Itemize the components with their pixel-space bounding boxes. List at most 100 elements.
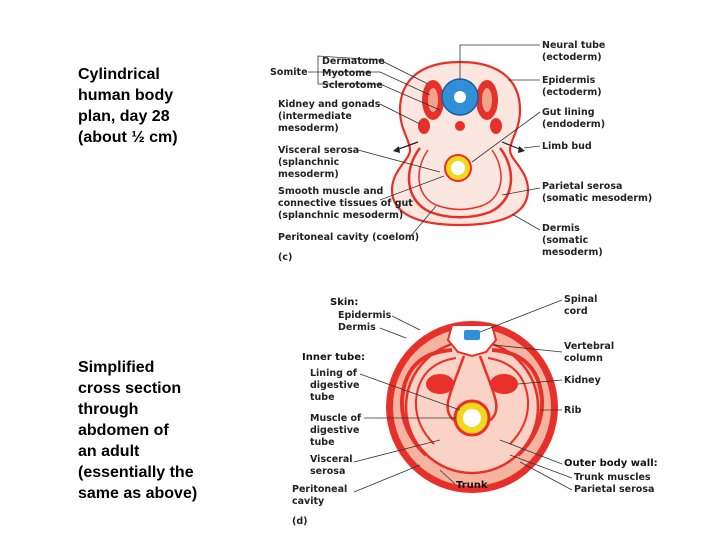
label-spinal-cord: cord <box>564 306 588 317</box>
label-rib: Rib <box>564 405 582 416</box>
caption-line: same as above) <box>78 485 198 502</box>
leader-line <box>379 175 445 201</box>
label-parietal-serosa: Parietal serosa <box>542 181 622 192</box>
label-peritoneal-cavity-adult: Peritoneal <box>292 484 347 495</box>
leader-line <box>459 44 540 80</box>
label-kidney-gonads: Kidney and gonads <box>278 99 381 110</box>
caption-adult: Simplified cross section through abdomen… <box>78 357 197 504</box>
notochord <box>455 121 465 131</box>
rib-left-inner <box>414 357 457 445</box>
label-kidney-gonads: (intermediate <box>278 111 352 122</box>
label-visceral-serosa: (splanchnic <box>278 157 339 168</box>
label-neural-tube: Neural tube <box>542 40 605 51</box>
label-sclerotome: Sclerotome <box>322 80 383 91</box>
adult-cross-section <box>386 321 558 493</box>
label-parietal-serosa-adult: Parietal serosa <box>574 484 654 495</box>
label-smooth-muscle: (splanchnic mesoderm) <box>278 210 403 221</box>
embryo-coelom-wall <box>418 149 502 211</box>
label-lining-digestive: digestive <box>310 380 359 391</box>
label-muscle-digestive: digestive <box>310 425 359 436</box>
label-dermis: (somatic <box>542 235 588 246</box>
label-inner-tube: Inner tube: <box>302 352 365 363</box>
label-vertebral-column: column <box>564 353 603 364</box>
rib-right <box>491 348 545 457</box>
caption-line: (essentially the <box>78 464 194 481</box>
leader-line <box>471 111 541 163</box>
label-kidney-gonads: mesoderm) <box>278 123 339 134</box>
label-epidermis: (ectoderm) <box>542 87 602 98</box>
leader-line <box>519 461 573 491</box>
label-somite: Somite <box>270 67 308 78</box>
label-muscle-digestive: tube <box>310 437 335 448</box>
kidney-right <box>490 374 518 394</box>
leader-line <box>511 213 541 231</box>
leader-line <box>409 205 437 238</box>
spinal-cord <box>464 330 480 340</box>
caption-line: plan, day 28 <box>78 108 170 125</box>
label-visceral-serosa-adult: Visceral <box>310 454 353 465</box>
leader-line <box>479 299 563 333</box>
label-peritoneal-cavity: Peritoneal cavity (coelom) <box>278 232 419 243</box>
leader-line <box>391 315 421 331</box>
leader-line <box>357 149 441 173</box>
label-skin: Skin: <box>330 297 358 308</box>
label-trunk-muscles: Trunk muscles <box>574 472 651 483</box>
label-muscle-digestive: Muscle of <box>310 413 362 424</box>
label-lining-digestive: tube <box>310 392 335 403</box>
adult-gut-lumen <box>463 409 481 427</box>
caption-line: cross section <box>78 380 182 397</box>
kidney-bud-left <box>418 118 430 134</box>
label-smooth-muscle: connective tissues of gut <box>278 198 413 209</box>
label-smooth-muscle: Smooth muscle and <box>278 186 383 197</box>
caption-line: human body <box>78 87 174 104</box>
somite-right-inner <box>482 88 492 112</box>
label-limb-bud: Limb bud <box>542 141 592 152</box>
label-epidermis: Epidermis <box>542 75 596 86</box>
leader-line <box>499 439 563 465</box>
kidney-bud-right <box>490 118 502 134</box>
caption-embryo: Cylindrical human body plan, day 28 (abo… <box>78 64 178 148</box>
leader-line <box>509 454 573 479</box>
caption-line: abdomen of <box>78 422 169 439</box>
label-kidney-adult: Kidney <box>564 375 602 386</box>
label-dermis-adult: Dermis <box>338 322 376 333</box>
label-parietal-serosa: (somatic mesoderm) <box>542 193 652 204</box>
caption-line: through <box>78 401 139 418</box>
label-dermatome: Dermatome <box>322 56 385 67</box>
neural-canal <box>454 91 466 103</box>
embryo-labels-right: Neural tube (ectoderm) Epidermis (ectode… <box>542 40 652 258</box>
embryo-leader-lines <box>308 44 541 238</box>
vertebral-column <box>446 324 498 358</box>
label-visceral-serosa: mesoderm) <box>278 169 339 180</box>
leader-line <box>353 439 441 463</box>
embryo-cross-section <box>390 60 530 227</box>
label-peritoneal-cavity-adult: cavity <box>292 496 325 507</box>
label-outer-body-wall: Outer body wall: <box>564 458 658 469</box>
leader-line <box>493 344 563 353</box>
label-dermis: Dermis <box>542 223 580 234</box>
rib-right-inner <box>487 357 530 445</box>
label-dermis: mesoderm) <box>542 247 603 258</box>
embryo-body-wall <box>407 147 513 219</box>
caption-line: Cylindrical <box>78 66 160 83</box>
leader-line <box>353 464 421 493</box>
caption-line: Simplified <box>78 359 155 376</box>
label-visceral-serosa-adult: serosa <box>310 466 345 477</box>
limb-bud-arrowhead-right <box>518 146 525 153</box>
leader-line <box>359 373 461 411</box>
label-trunk: Trunk <box>456 480 488 491</box>
label-gut-lining: Gut lining <box>542 107 595 118</box>
label-spinal-cord: Spinal <box>564 294 597 305</box>
adult-labels-right: Spinal cord Vertebral column Kidney Rib … <box>564 294 658 495</box>
caption-line: (about ½ cm) <box>78 129 178 146</box>
limb-bud-arrow-left <box>395 141 419 151</box>
embryo-labels-left: Somite Dermatome Myotome Sclerotome Kidn… <box>270 56 419 263</box>
leader-line <box>517 379 563 385</box>
leader-line <box>439 469 456 485</box>
panel-label-d: (d) <box>292 516 307 527</box>
label-epidermis-adult: Epidermis <box>338 310 392 321</box>
label-gut-lining: (endoderm) <box>542 119 605 130</box>
leader-line <box>379 327 407 339</box>
caption-line: an adult <box>78 443 140 460</box>
